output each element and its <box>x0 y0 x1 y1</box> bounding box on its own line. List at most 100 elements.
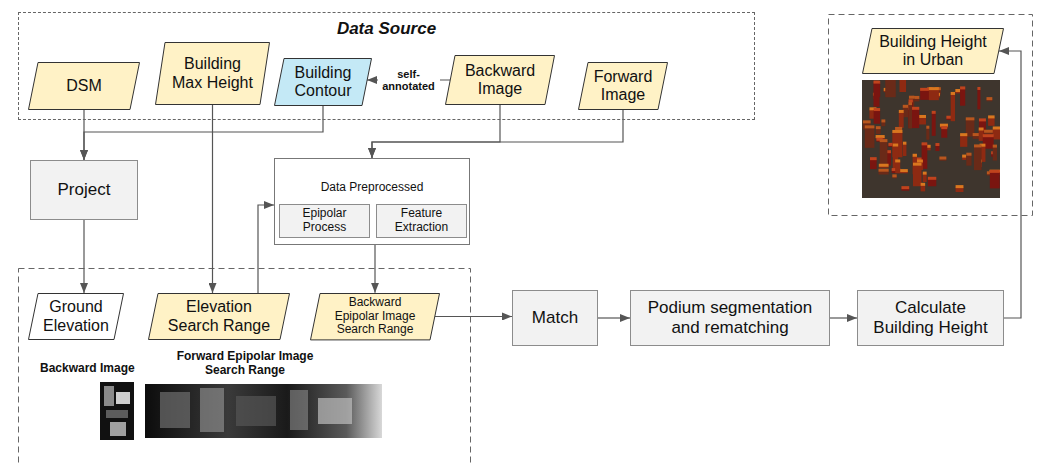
text-wrap: Backward Epipolar Image Search Range <box>330 296 420 337</box>
city-building <box>900 169 908 173</box>
city-building <box>879 169 889 175</box>
city-building <box>927 145 931 151</box>
data-parallelogram: Ground Elevation <box>28 293 124 340</box>
flow-arrow <box>830 317 857 318</box>
node-text: Building Height in Urban <box>876 33 990 70</box>
edge-label: self-annotated <box>378 67 440 93</box>
flow-arrow <box>999 51 1021 318</box>
text-wrap: Podium segmentation and rematching <box>645 298 815 337</box>
process-box: Project <box>30 160 138 220</box>
city-building <box>932 111 936 136</box>
parallelogram-shape <box>863 29 1004 74</box>
text-wrap: Backward Image <box>457 62 543 99</box>
city-building <box>879 164 889 168</box>
city-building <box>941 126 947 138</box>
city-building <box>977 87 980 109</box>
city-building <box>881 119 885 126</box>
city-building <box>993 145 997 161</box>
city-building <box>923 172 927 182</box>
process-box: Match <box>512 290 598 346</box>
text-wrap: Feature Extraction <box>381 207 462 235</box>
city-building <box>993 126 1000 139</box>
parallelogram-shape <box>579 63 668 110</box>
city-building <box>913 163 922 187</box>
node-text: Data Preprocessed <box>279 181 465 195</box>
flow-arrow <box>83 220 84 293</box>
flow-arrow <box>374 245 375 293</box>
city-building <box>966 153 971 166</box>
node-text: Podium segmentation and rematching <box>645 298 815 337</box>
node-text: Backward Epipolar Image Search Range <box>330 296 420 337</box>
city-building <box>960 133 967 147</box>
process-box: Podium segmentation and rematching <box>630 290 830 346</box>
node-text: Project <box>39 180 129 200</box>
parallelogram-shape <box>149 294 290 340</box>
city-building <box>974 144 982 170</box>
input-parallelogram: DSM <box>28 62 140 110</box>
flow-arrow <box>372 110 623 158</box>
city-height-map <box>862 80 1000 198</box>
city-building <box>988 115 995 125</box>
city-building <box>903 142 907 156</box>
city-building <box>929 87 939 100</box>
text-wrap: Calculate Building Height <box>868 298 993 337</box>
city-building <box>960 86 965 105</box>
node-text: Match <box>519 308 591 328</box>
city-building <box>955 89 960 93</box>
node-text: Building Contour <box>286 64 360 101</box>
annotation-parallelogram: Building Contour <box>274 58 372 106</box>
node-text: Ground Elevation <box>40 298 112 335</box>
input-parallelogram: Backward Image <box>445 55 555 105</box>
text-wrap: Building Contour <box>286 64 360 101</box>
city-building <box>951 92 955 121</box>
city-building <box>962 155 966 160</box>
node-text: Building Max Height <box>167 55 258 92</box>
city-building <box>986 97 992 101</box>
parallelogram-shape <box>311 293 440 339</box>
flow-arrow <box>598 317 630 318</box>
parallelogram-shape <box>446 56 555 105</box>
flow-arrow <box>435 316 512 317</box>
image-caption: Forward Epipolar Image Search Range <box>166 350 324 378</box>
node-text: Elevation Search Range <box>160 298 278 335</box>
text-wrap: Forward Image <box>590 68 656 105</box>
text-wrap: Elevation Search Range <box>160 298 278 335</box>
text-wrap: Data Preprocessed <box>279 181 465 195</box>
city-building <box>901 186 909 191</box>
node-text: DSM <box>42 77 126 95</box>
city-building <box>926 126 929 140</box>
text-wrap: Building Max Height <box>167 55 258 92</box>
city-building <box>908 102 912 128</box>
flow-arrow <box>372 105 500 158</box>
node-text: Feature Extraction <box>381 207 462 235</box>
parallelogram-shape <box>156 43 270 105</box>
node-text: Forward Image <box>590 68 656 105</box>
parallelogram-shape <box>29 63 140 110</box>
text-wrap: DSM <box>42 77 126 95</box>
city-building <box>956 185 964 192</box>
flow-arrow <box>84 106 323 160</box>
node-text: Calculate Building Height <box>868 298 993 337</box>
city-building <box>921 183 926 192</box>
flow-arrow <box>258 205 274 293</box>
city-building <box>899 80 906 92</box>
parallelogram-shape <box>275 59 372 106</box>
preprocess-box: Epipolar Process Feature Extraction Data P… <box>274 158 470 245</box>
flow-arrow <box>212 105 213 293</box>
city-building <box>870 157 877 169</box>
output-region <box>829 15 1033 216</box>
input-parallelogram: Building Max Height <box>155 42 270 105</box>
text-wrap: Data Source <box>23 19 750 39</box>
backward-image-thumbnail <box>100 382 134 440</box>
city-building <box>873 81 879 107</box>
city-building <box>939 157 946 161</box>
city-building <box>895 159 900 173</box>
text-wrap: Project <box>39 180 129 200</box>
text-wrap: Epipolar Process <box>284 207 365 235</box>
forward-epipolar-strip <box>145 384 382 438</box>
city-building <box>874 108 880 124</box>
process-box: Calculate Building Height <box>857 290 1004 346</box>
group-region <box>19 269 471 464</box>
city-building <box>876 126 881 134</box>
